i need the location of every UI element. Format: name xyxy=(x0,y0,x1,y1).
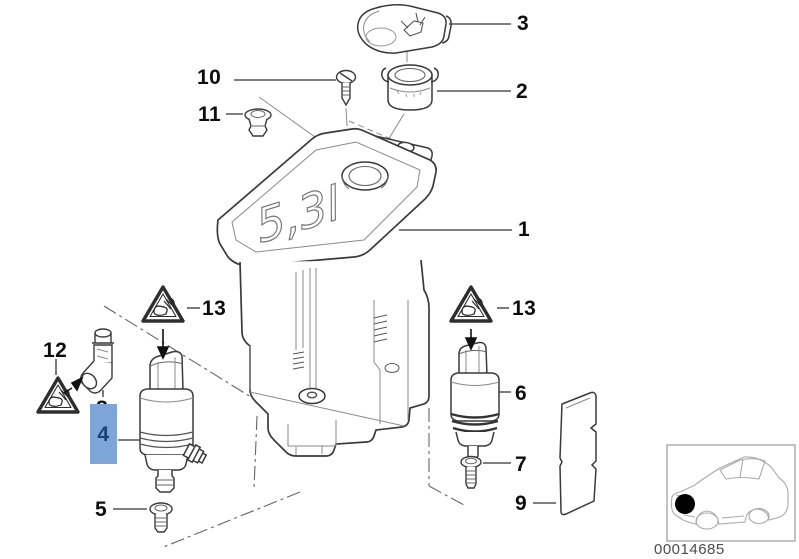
callout-label-9[interactable]: 9 xyxy=(515,492,528,515)
callout-label-5[interactable]: 5 xyxy=(95,498,108,521)
detail-region-boundaries xyxy=(103,305,465,549)
callout-label-12[interactable]: 12 xyxy=(43,339,68,362)
document-number: 00014685 xyxy=(654,541,725,558)
screw-7[interactable] xyxy=(460,455,482,489)
expansion-rivet[interactable] xyxy=(244,108,272,137)
pump-side-barb xyxy=(182,442,208,465)
pointer-arrows xyxy=(63,329,478,394)
washer-pump-right[interactable] xyxy=(450,341,500,460)
warning-triangle-13-left xyxy=(141,285,185,323)
washer-jet-symbol xyxy=(400,12,426,37)
callout-label-13-left[interactable]: 13 xyxy=(202,297,227,320)
callout-label-1[interactable]: 1 xyxy=(518,218,531,241)
callout-label-2[interactable]: 2 xyxy=(516,80,529,103)
callout-label-10[interactable]: 10 xyxy=(197,66,222,89)
leader-lines xyxy=(55,23,556,510)
capacity-embossed-text: 5,3l xyxy=(252,176,345,254)
screw-10[interactable] xyxy=(335,69,357,107)
filler-strainer[interactable] xyxy=(381,64,439,111)
tank-cap[interactable] xyxy=(356,4,452,54)
callout-label-7[interactable]: 7 xyxy=(515,453,528,476)
washer-fluid-tank[interactable]: 5,3l xyxy=(216,127,437,457)
selected-part-highlight[interactable]: 4 xyxy=(90,404,117,464)
washer-pump-left[interactable] xyxy=(139,350,208,493)
car-location-thumbnail xyxy=(666,444,796,542)
callout-label-3[interactable]: 3 xyxy=(517,12,530,35)
cover-panel[interactable] xyxy=(559,391,597,516)
screw-5[interactable] xyxy=(149,502,173,533)
callout-label-11[interactable]: 11 xyxy=(198,103,222,126)
elbow-connector[interactable] xyxy=(78,328,114,394)
warning-triangle-13-right xyxy=(449,285,493,323)
callout-label-6[interactable]: 6 xyxy=(515,382,528,405)
callout-label-13-right[interactable]: 13 xyxy=(512,297,537,320)
part-location-dot xyxy=(675,494,695,514)
callout-label-4[interactable]: 4 xyxy=(97,422,110,446)
